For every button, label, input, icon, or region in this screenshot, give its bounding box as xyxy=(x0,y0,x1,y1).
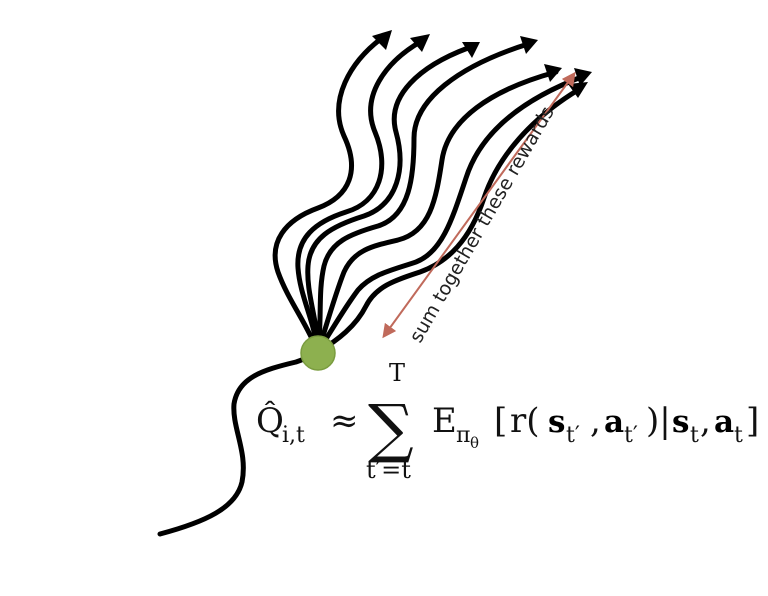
arrowhead-4 xyxy=(520,36,538,54)
arrowhead-2 xyxy=(410,34,430,52)
comma-1: , xyxy=(590,401,601,441)
sum-upper-limit: T xyxy=(389,359,405,387)
state-t-symbol: s xyxy=(672,404,689,440)
current-state-node xyxy=(300,335,336,371)
arrowhead-6 xyxy=(574,68,592,86)
expectation-subscript: π xyxy=(456,423,470,448)
sum-rewards-label: sum together these rewards xyxy=(405,103,558,347)
conditional-bar: )| xyxy=(646,401,671,441)
state-subscript: t′ xyxy=(566,423,580,448)
open-bracket: [ xyxy=(494,401,507,441)
q-hat-subscript: i,t xyxy=(282,423,305,448)
expectation-symbol: E xyxy=(432,401,457,441)
q-hat-formula: Q̂ i,t ≈ T ∑ t′=t E π θ [ r( s t′ , a t′… xyxy=(256,359,759,484)
close-bracket: ] xyxy=(746,401,759,441)
q-hat-symbol: Q̂ xyxy=(256,400,284,441)
action-t-subscript: t xyxy=(734,423,743,448)
action-subscript: t′ xyxy=(624,423,638,448)
action-symbol: a xyxy=(604,404,624,440)
reward-span-arrow xyxy=(382,71,576,339)
state-symbol: s xyxy=(548,404,565,440)
action-t-symbol: a xyxy=(714,404,734,440)
arrowhead-3 xyxy=(462,42,480,58)
comma-2: , xyxy=(700,401,711,441)
sum-lower-limit: t′=t xyxy=(366,456,411,484)
arrowhead-1 xyxy=(372,30,392,50)
summation-symbol: ∑ xyxy=(368,392,414,466)
past-trajectory xyxy=(157,349,321,537)
future-trajectory-2 xyxy=(295,39,423,355)
approx-symbol: ≈ xyxy=(330,401,359,441)
reward-function: r( xyxy=(510,401,540,441)
future-trajectory-1 xyxy=(272,35,385,355)
expectation-sub-subscript: θ xyxy=(470,434,479,452)
state-t-subscript: t xyxy=(690,423,699,448)
